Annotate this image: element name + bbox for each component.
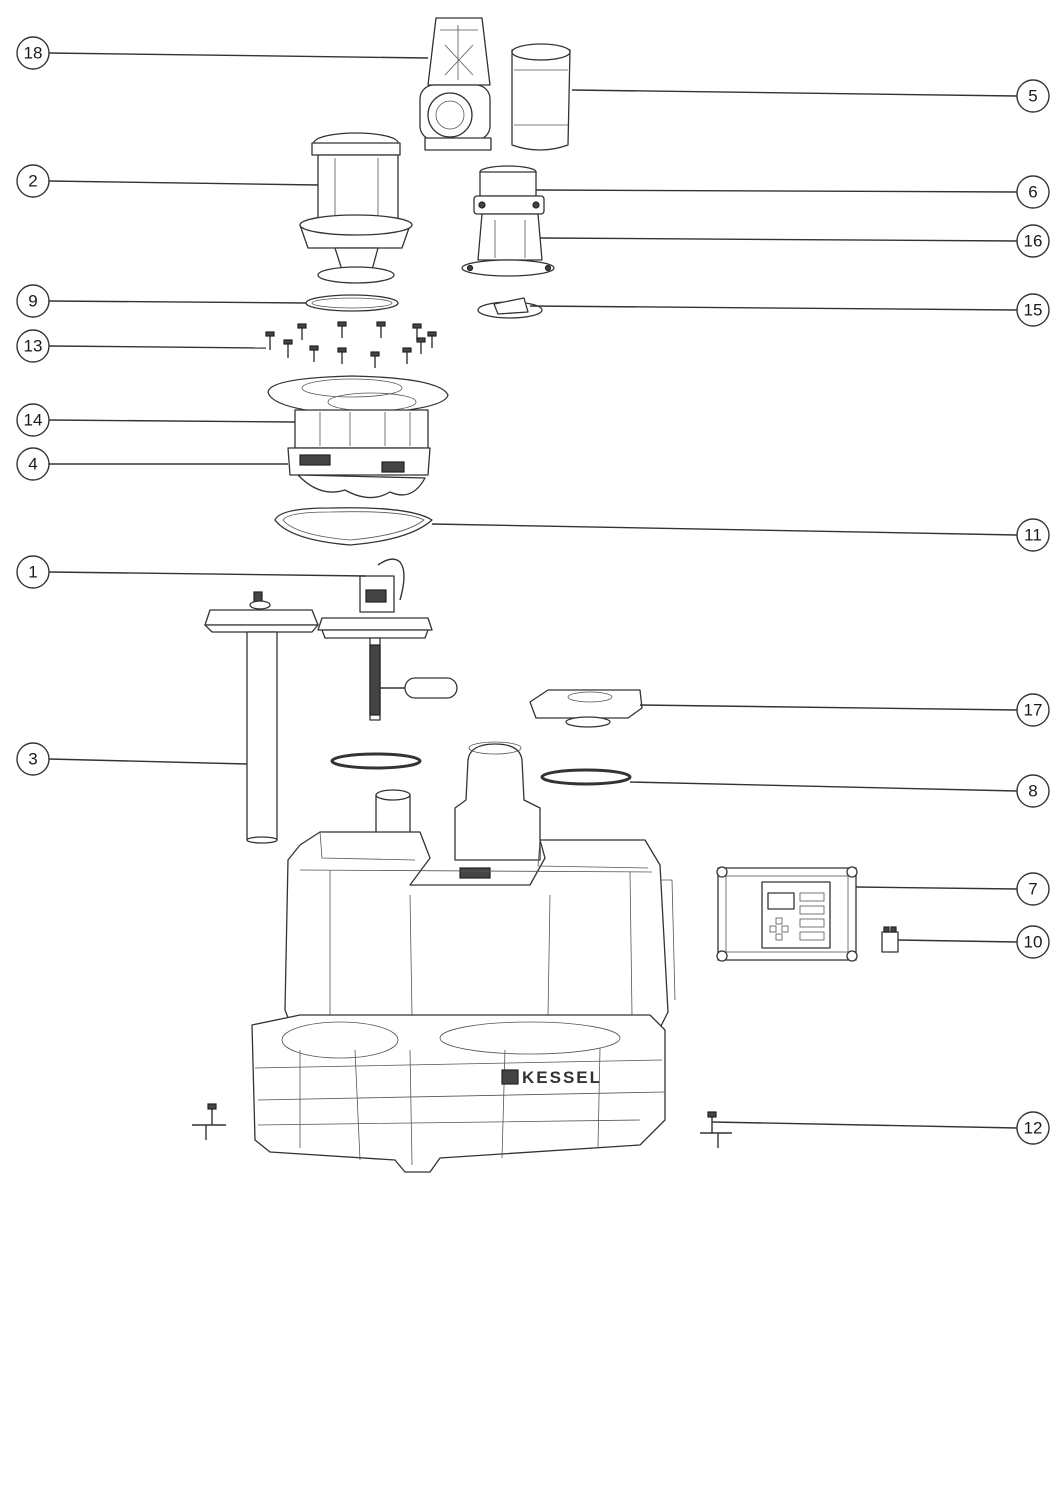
callout-7: 7 (855, 872, 1050, 906)
callout-circle (16, 329, 50, 363)
part-14-flange-housing (267, 375, 449, 449)
callout-leader-line (571, 89, 1018, 97)
part-10-battery (881, 926, 899, 953)
part-7-control-box (716, 866, 858, 962)
part-13-screws (265, 321, 437, 368)
callout-leader-line (639, 704, 1018, 711)
callout-circle (1016, 1111, 1050, 1145)
callout-circle (1016, 224, 1050, 258)
collection-tank: KESSEL (251, 741, 676, 1173)
callout-4: 4 (16, 447, 288, 481)
callout-circle (16, 742, 50, 776)
callout-circle (1016, 175, 1050, 209)
part-3-pipe (204, 591, 319, 844)
callout-leader-line (48, 180, 319, 186)
callout-number: 9 (28, 292, 37, 311)
callout-number: 2 (28, 172, 37, 191)
callout-number: 15 (1024, 301, 1043, 320)
callout-18: 18 (16, 36, 429, 70)
callout-circle (16, 36, 50, 70)
callout-14: 14 (16, 403, 296, 437)
callout-8: 8 (629, 774, 1050, 808)
callout-number: 3 (28, 750, 37, 769)
callout-leader-line (855, 886, 1018, 890)
callout-circle (16, 284, 50, 318)
callout-leader-line (629, 781, 1018, 792)
part-12-brackets (192, 1103, 732, 1148)
callout-number: 7 (1028, 880, 1037, 899)
callout-leader-line (48, 300, 307, 304)
part-18-valve (419, 17, 492, 151)
part-9-o-ring (305, 294, 399, 312)
callout-leader-line (897, 939, 1018, 943)
callout-11: 11 (431, 518, 1050, 552)
part-16-pump-housing (461, 213, 555, 277)
part-8-gaskets (330, 752, 632, 786)
part-17-cover (529, 689, 643, 728)
callout-13: 13 (16, 329, 267, 363)
callout-12: 12 (711, 1111, 1050, 1145)
callout-leader-line (48, 419, 296, 423)
callout-15: 15 (529, 293, 1050, 327)
callout-number: 12 (1024, 1119, 1043, 1138)
part-4-pump-base (287, 447, 431, 499)
callout-leader-line (529, 305, 1018, 311)
callout-number: 10 (1024, 933, 1043, 952)
callout-leader-line (711, 1121, 1018, 1129)
callout-circle (1016, 293, 1050, 327)
callout-1: 1 (16, 555, 367, 589)
callout-leader-line (535, 189, 1018, 193)
callout-number: 18 (24, 44, 43, 63)
callout-circle (1016, 79, 1050, 113)
callout-circle (16, 555, 50, 589)
callout-leader-line (48, 758, 248, 765)
callout-number: 17 (1024, 701, 1043, 720)
callout-number: 11 (1024, 526, 1042, 545)
callout-number: 1 (28, 563, 37, 582)
callout-9: 9 (16, 284, 307, 318)
callout-leader-line (48, 571, 367, 577)
callout-circle (1016, 872, 1050, 906)
part-15-impeller (477, 297, 543, 319)
callout-number: 13 (24, 337, 43, 356)
part-5-sleeve (511, 43, 571, 151)
callout-circle (16, 164, 50, 198)
callout-2: 2 (16, 164, 319, 198)
part-6-coupling (473, 165, 545, 215)
part-1-level-sensor (317, 558, 458, 721)
part-11-gasket (274, 507, 433, 546)
callout-number: 6 (1028, 183, 1037, 202)
callout-number: 16 (1024, 232, 1043, 251)
callout-leader-line (539, 237, 1018, 242)
callout-17: 17 (639, 693, 1050, 727)
callout-circle (16, 403, 50, 437)
callout-circle (16, 447, 50, 481)
callout-number: 5 (1028, 87, 1037, 106)
callout-6: 6 (535, 175, 1050, 209)
brand-logo-text: KESSEL (522, 1068, 602, 1087)
part-2-motor (299, 132, 413, 284)
callout-circle (1016, 925, 1050, 959)
callout-leader-line (431, 523, 1018, 536)
callout-leader-line (48, 345, 267, 349)
callout-circle (1016, 693, 1050, 727)
callout-number: 8 (1028, 782, 1037, 801)
callout-number: 14 (24, 411, 43, 430)
callout-10: 10 (897, 925, 1050, 959)
callout-3: 3 (16, 742, 248, 776)
callout-leader-line (48, 52, 429, 59)
callout-5: 5 (571, 79, 1050, 113)
callout-circle (1016, 774, 1050, 808)
callout-number: 4 (28, 455, 37, 474)
callout-16: 16 (539, 224, 1050, 258)
callout-circle (1016, 518, 1050, 552)
